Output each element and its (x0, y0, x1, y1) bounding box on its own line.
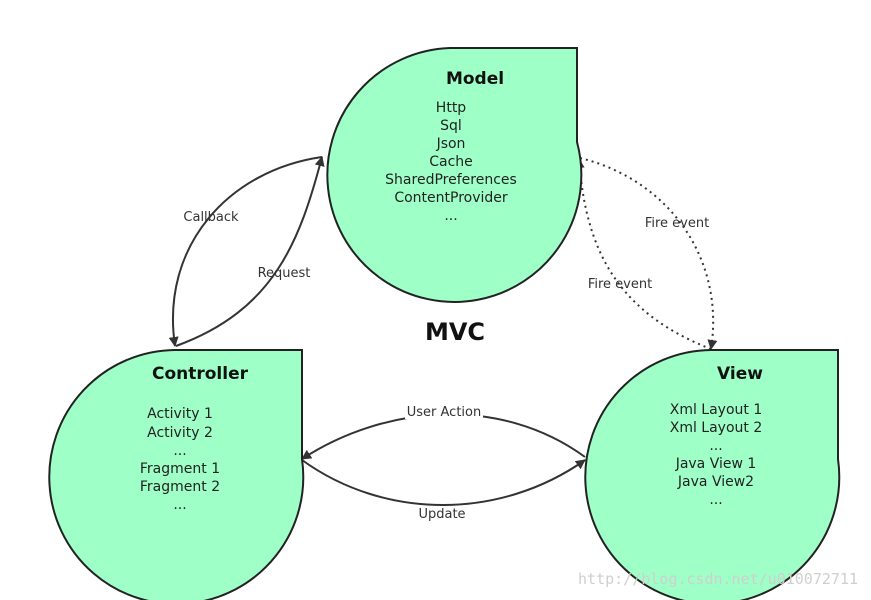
edge-callback (168, 156, 323, 347)
edge-fire-event-view-to-model (574, 158, 712, 350)
model-item: Http (436, 100, 467, 116)
controller-item: Fragment 1 (140, 461, 220, 477)
view-item: Java View 1 (675, 456, 757, 472)
view-item: ... (709, 492, 722, 508)
view-item: Xml Layout 1 (670, 402, 763, 418)
view-item: Java View2 (677, 474, 754, 490)
controller-item: Activity 2 (147, 425, 213, 441)
edge-label-fire-event-1: Fire event (645, 216, 709, 231)
controller-node: Controller Activity 1 Activity 2 ... Fra… (48, 349, 305, 600)
controller-item: Fragment 2 (140, 479, 220, 495)
edge-label-user-action: User Action (407, 405, 481, 420)
edge-update (301, 459, 586, 506)
view-item: ... (709, 438, 722, 454)
controller-title: Controller (152, 364, 249, 384)
center-label: MVC (425, 318, 485, 346)
edge-label-request: Request (258, 266, 311, 281)
controller-item: ... (173, 443, 186, 459)
model-node: Model Http Sql Json Cache SharedPreferen… (326, 47, 583, 303)
view-item: Xml Layout 2 (670, 420, 763, 436)
model-item: ... (444, 208, 457, 224)
edge-request (175, 156, 325, 347)
edge-label-fire-event-2: Fire event (588, 277, 652, 292)
edge-label-update: Update (418, 507, 465, 522)
edge-user-action (301, 413, 586, 460)
controller-item: Activity 1 (147, 406, 213, 422)
model-title: Model (446, 69, 504, 89)
model-item: SharedPreferences (385, 172, 517, 188)
watermark: http://blog.csdn.net/u010072711 (578, 570, 858, 588)
view-node: View Xml Layout 1 Xml Layout 2 ... Java … (584, 349, 841, 600)
model-item: Json (436, 136, 466, 152)
controller-item: ... (173, 497, 186, 513)
model-item: Sql (440, 118, 462, 134)
view-title: View (717, 364, 763, 384)
edge-label-callback: Callback (183, 210, 239, 225)
model-item: Cache (429, 154, 473, 170)
model-item: ContentProvider (394, 190, 508, 206)
